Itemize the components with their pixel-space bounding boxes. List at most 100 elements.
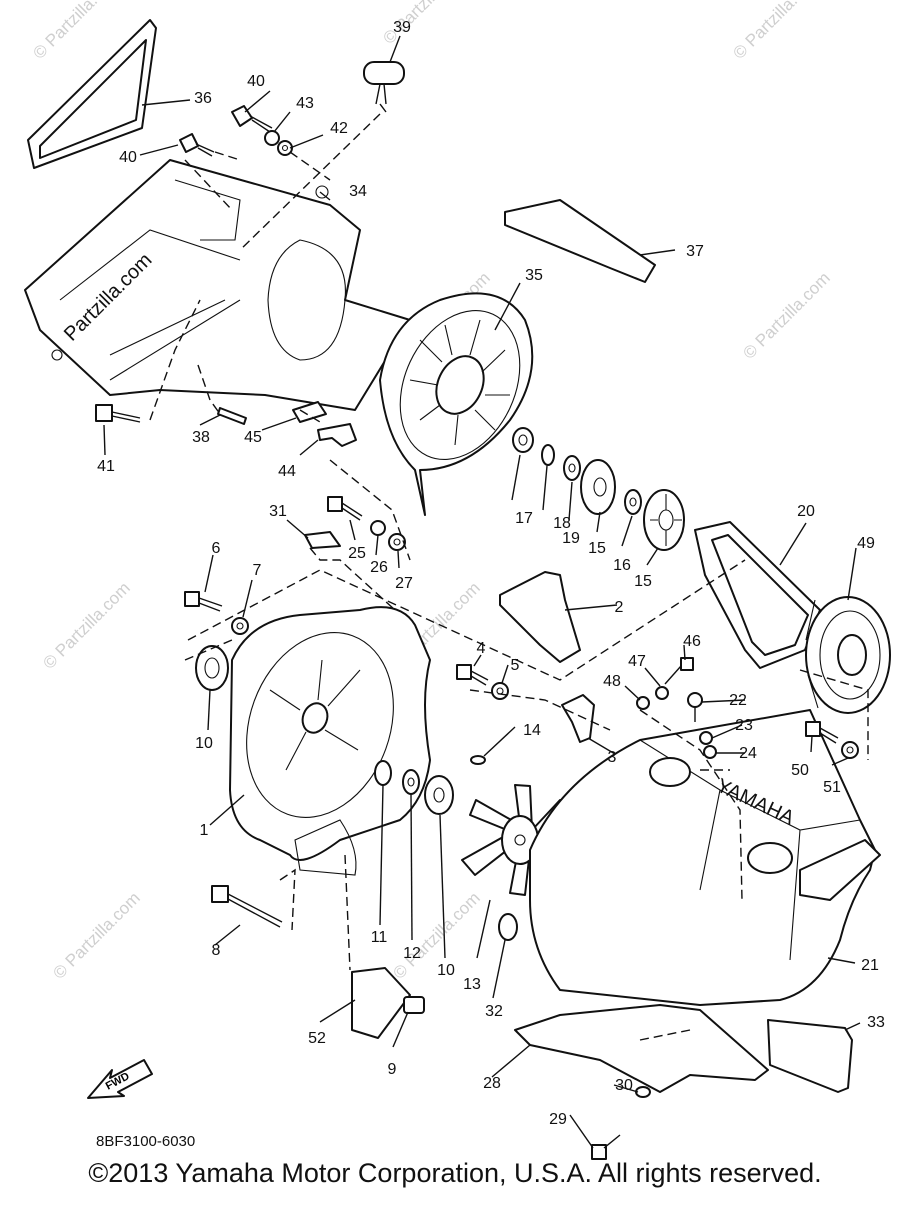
part-37-pad <box>504 199 656 283</box>
part-16-washer <box>624 489 642 515</box>
part-31-label <box>304 531 341 549</box>
part-number-43: 43 <box>296 95 314 112</box>
part-number-39: 39 <box>393 19 411 36</box>
watermark-text: © Partzilla.com <box>739 268 833 362</box>
part-32-washer <box>498 913 518 941</box>
part-3-bracket <box>561 694 595 743</box>
part-10-bearing-left <box>195 645 229 691</box>
part-number-33: 33 <box>867 1014 885 1031</box>
part-46-bolt <box>664 657 694 685</box>
part-23-nut <box>699 731 713 745</box>
part-40-bolt-lower <box>179 133 215 157</box>
part-29-bolt <box>591 1134 621 1160</box>
part-number-49: 49 <box>857 535 875 552</box>
part-number-17: 17 <box>515 510 533 527</box>
part-number-9: 9 <box>388 1061 397 1078</box>
part-number-50: 50 <box>791 762 809 779</box>
part-number-40: 40 <box>119 149 137 166</box>
forward-arrow-icon: FWD <box>87 1059 153 1099</box>
part-number-40: 40 <box>247 73 265 90</box>
part-number-5: 5 <box>511 657 520 674</box>
assembly-lines <box>149 113 869 1041</box>
part-41-bolt <box>95 404 141 423</box>
part-42-washer <box>277 140 293 156</box>
part-15-pulley-lower <box>643 489 685 551</box>
part-number-32: 32 <box>485 1003 503 1020</box>
part-number-10: 10 <box>195 735 213 752</box>
part-number-15: 15 <box>588 540 606 557</box>
part-number-48: 48 <box>603 673 621 690</box>
part-36-seal <box>27 19 157 169</box>
part-43-nut <box>264 130 280 146</box>
part-45-grommet <box>292 401 327 423</box>
part-28-lower-cover <box>514 1004 769 1093</box>
part-number-18: 18 <box>553 515 571 532</box>
part-number-14: 14 <box>523 722 541 739</box>
part-39-connector <box>363 61 405 113</box>
part-number-22: 22 <box>729 692 747 709</box>
part-24-washer <box>703 745 717 759</box>
part-12-washer <box>402 769 420 795</box>
part-number-26: 26 <box>370 559 388 576</box>
part-44-bracket <box>317 423 357 447</box>
part-number-46: 46 <box>683 633 701 650</box>
part-18-washer <box>563 455 581 481</box>
part-number-7: 7 <box>253 562 262 579</box>
part-number-2: 2 <box>615 599 624 616</box>
part-6-bolt <box>184 591 223 612</box>
part-number-41: 41 <box>97 458 115 475</box>
part-33-pad <box>767 1019 853 1093</box>
part-number-31: 31 <box>269 503 287 520</box>
part-21-main-cover: YAMAHA <box>529 709 881 1006</box>
part-50-bolt <box>805 721 839 744</box>
part-number-21: 21 <box>861 957 879 974</box>
part-number-36: 36 <box>194 90 212 107</box>
part-5-washer <box>491 682 509 700</box>
part-number-52: 52 <box>308 1030 326 1047</box>
part-number-16: 16 <box>613 557 631 574</box>
part-number-44: 44 <box>278 463 296 480</box>
part-number-11: 11 <box>371 929 388 946</box>
part-number-47: 47 <box>628 653 646 670</box>
part-number-10: 10 <box>437 962 455 979</box>
part-number-42: 42 <box>330 120 348 137</box>
part-47-nut <box>655 686 669 700</box>
part-2-duct-piece <box>499 571 581 663</box>
part-7-washer <box>231 617 249 635</box>
part-number-6: 6 <box>212 540 221 557</box>
part-number-28: 28 <box>483 1075 501 1092</box>
part-number-19: 19 <box>562 530 580 547</box>
part-number-29: 29 <box>549 1111 567 1128</box>
part-20-belt <box>694 521 821 669</box>
part-52-plate <box>351 967 411 1039</box>
part-40-bolt-upper <box>231 105 273 133</box>
part-38-clip <box>217 407 247 425</box>
part-11-clip <box>374 760 392 786</box>
part-14-plug <box>470 755 486 765</box>
part-30-washer <box>635 1086 651 1098</box>
part-number-8: 8 <box>212 942 221 959</box>
part-number-37: 37 <box>686 243 704 260</box>
leader-lines <box>103 35 861 1149</box>
part-number-4: 4 <box>477 640 486 657</box>
diagram-code: 8BF3100-6030 <box>96 1133 196 1150</box>
part-8-bolt <box>211 885 283 928</box>
part-22-screw <box>687 692 703 722</box>
part-25-bolt <box>327 496 363 521</box>
part-number-51: 51 <box>823 779 841 796</box>
part-number-3: 3 <box>608 749 617 766</box>
part-51-washer <box>841 741 859 759</box>
part-49-drive-pulley <box>805 596 891 714</box>
part-10-bearing-right <box>424 775 454 815</box>
part-19-bearing <box>512 427 534 453</box>
part-27-washer <box>388 533 406 551</box>
part-35-fan-cover <box>379 292 534 516</box>
part-number-20: 20 <box>797 503 815 520</box>
part-number-30: 30 <box>615 1077 633 1094</box>
copyright-notice: ©2013 Yamaha Motor Corporation, U.S.A. A… <box>88 1158 822 1188</box>
watermark-text: © Partzilla.com <box>49 888 143 982</box>
watermark-text: © Partzilla.com <box>29 0 123 63</box>
